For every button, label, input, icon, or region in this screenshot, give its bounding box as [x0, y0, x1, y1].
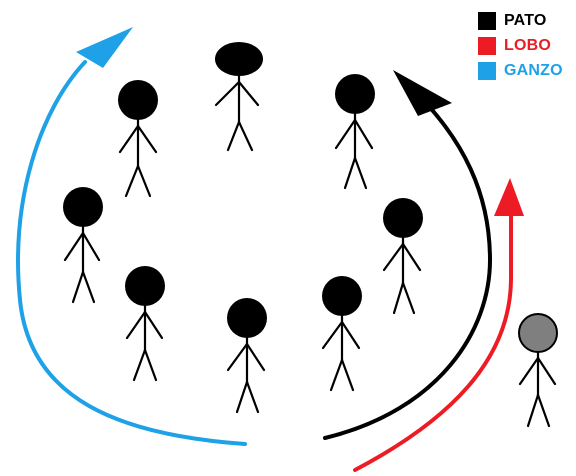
legend-label-ganzo: GANZO [504, 61, 563, 79]
legend-swatch-pato [478, 11, 496, 30]
legend-item-lobo: LOBO [478, 33, 563, 58]
stick-figure-gray [518, 313, 558, 428]
legend-item-pato: PATO [478, 8, 563, 33]
stick-figure-right [382, 198, 423, 315]
stick-figure-top [214, 42, 263, 152]
stick-figure-upper-right [334, 74, 375, 190]
pato-arrow [323, 70, 493, 440]
legend-item-ganzo: GANZO [478, 58, 563, 83]
stick-figure-upper-left [118, 80, 158, 198]
legend: PATO LOBO GANZO [478, 8, 563, 83]
stick-figure-lower-right [321, 276, 362, 392]
legend-label-lobo: LOBO [504, 36, 552, 54]
stick-figure-lower-left [125, 266, 165, 382]
legend-swatch-ganzo [478, 61, 496, 80]
legend-swatch-lobo [478, 36, 496, 55]
ganzo-arrow [16, 27, 247, 446]
legend-label-pato: PATO [504, 11, 547, 29]
stick-figure-left [63, 187, 103, 304]
stick-figure-bottom [226, 298, 267, 414]
lobo-arrow [353, 178, 524, 472]
